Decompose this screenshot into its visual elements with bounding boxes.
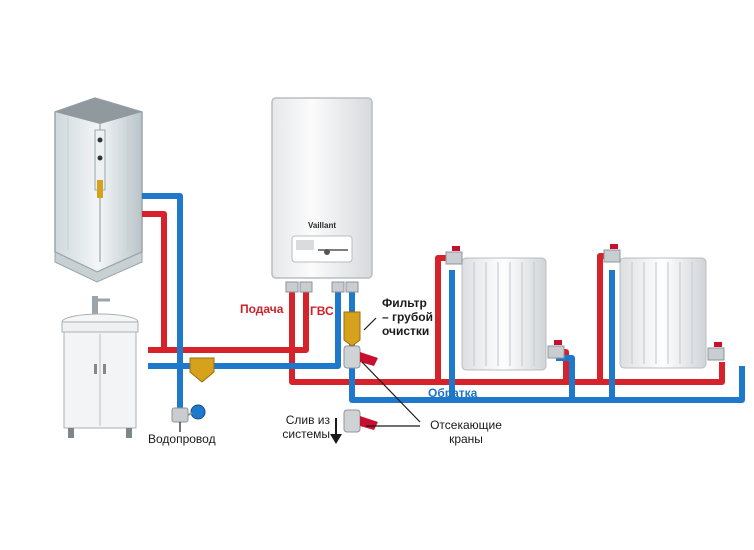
drain-label-line-1: Слив из bbox=[285, 413, 330, 427]
radiator-right bbox=[619, 257, 707, 369]
drain-arrow-icon bbox=[330, 418, 342, 444]
radiator-left bbox=[461, 257, 547, 371]
shutoff-valves-label: Отсекающие краны bbox=[418, 418, 514, 446]
filter-label-line-3: очистки bbox=[382, 324, 430, 338]
supply-label: Подача bbox=[240, 302, 284, 316]
filter-label-line-2: – грубой bbox=[382, 310, 433, 324]
shutoff-label-line-2: краны bbox=[449, 432, 483, 446]
strainer-filter-icon bbox=[189, 311, 361, 383]
drain-label-line-2: системы bbox=[282, 427, 330, 441]
dhw-label: ГВС bbox=[310, 304, 334, 318]
boiler-brand: Vaillant bbox=[308, 221, 336, 230]
ball-valve-icon bbox=[171, 244, 725, 433]
return-label: Обратка bbox=[428, 386, 478, 400]
water-supply-label: Водопровод bbox=[148, 432, 216, 446]
drain-label: Слив из системы bbox=[268, 413, 330, 441]
filter-label-line-1: Фильтр bbox=[382, 296, 427, 310]
filter-label: Фильтр – грубой очистки bbox=[382, 296, 433, 338]
shutoff-label-line-1: Отсекающие bbox=[430, 418, 502, 432]
leader-lines bbox=[179, 317, 421, 432]
washbasin-icon bbox=[61, 296, 139, 438]
boiler-icon: Vaillant bbox=[271, 97, 373, 279]
shower-cabin-icon bbox=[54, 97, 143, 283]
